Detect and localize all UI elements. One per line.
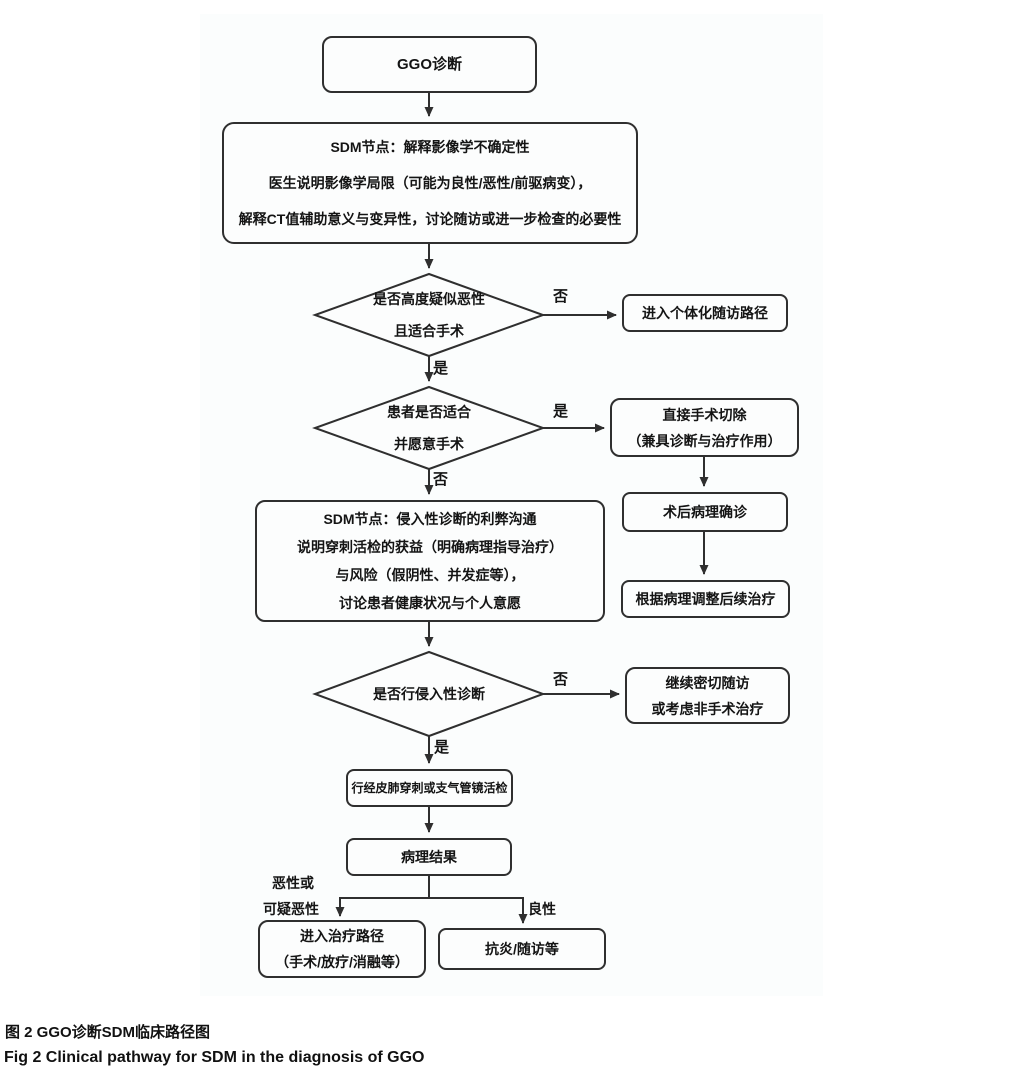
decision1-line-2: 且适合手术: [394, 323, 464, 339]
node-adjust-treatment: 根据病理调整后续治疗: [621, 580, 790, 618]
edge-label-d2-no: 否: [433, 471, 449, 488]
benign-management-label: 抗炎/随访等: [485, 941, 559, 957]
decision2-line-1: 患者是否适合: [387, 404, 471, 420]
edge-label-d3-no: 否: [553, 671, 569, 688]
decision2-line-2: 并愿意手术: [394, 436, 464, 452]
decision-1-text: 是否高度疑似恶性 且适合手术: [315, 274, 543, 356]
sdm-node-1: SDM节点：解释影像学不确定性 医生说明影像学局限（可能为良性/恶性/前驱病变）…: [222, 122, 638, 244]
edge-label-d1-yes: 是: [433, 360, 449, 377]
individualized-followup-label: 进入个体化随访路径: [642, 305, 768, 321]
decision-3-text: 是否行侵入性诊断: [315, 652, 543, 736]
sdm1-line-1: SDM节点：解释影像学不确定性: [330, 139, 530, 155]
direct-surgery-line-1: 直接手术切除: [662, 406, 747, 423]
edge-label-d3-yes: 是: [434, 739, 450, 756]
close-followup-line-2: 或考虑非手术治疗: [651, 700, 764, 717]
flow-connectors: [312, 93, 709, 924]
sdm2-line-3: 与风险（假阴性、并发症等），: [335, 567, 525, 583]
sdm2-line-1: SDM节点：侵入性诊断的利弊沟通: [323, 511, 537, 527]
edge-pathology-benign: [429, 897, 528, 924]
sdm1-line-2: 医生说明影像学局限（可能为良性/恶性/前驱病变），: [268, 175, 592, 191]
node-individualized-followup: 进入个体化随访路径: [622, 294, 788, 332]
start-node: GGO诊断: [322, 36, 537, 93]
sdm2-line-4: 讨论患者健康状况与个人意愿: [339, 595, 521, 611]
biopsy-label: 行经皮肺穿刺或支气管镜活检: [351, 781, 508, 795]
edge-label-d2-yes: 是: [553, 403, 569, 420]
node-biopsy: 行经皮肺穿刺或支气管镜活检: [346, 769, 513, 807]
decision-2-text: 患者是否适合 并愿意手术: [315, 387, 543, 469]
start-node-label: GGO诊断: [396, 56, 462, 73]
decision1-line-1: 是否高度疑似恶性: [373, 291, 485, 307]
node-close-followup: 继续密切随访 或考虑非手术治疗: [625, 667, 790, 724]
node-postop-pathology: 术后病理确诊: [622, 492, 788, 532]
edge-pathology-malignant: [335, 876, 430, 917]
postop-pathology-label: 术后病理确诊: [663, 504, 747, 520]
edge-label-benign: 良性: [528, 901, 556, 917]
figure-caption-en: Fig 2 Clinical pathway for SDM in the di…: [4, 1049, 425, 1066]
node-benign-management: 抗炎/随访等: [438, 928, 606, 970]
edge-label-d1-no: 否: [553, 288, 569, 305]
node-treatment-path: 进入治疗路径 （手术/放疗/消融等）: [258, 920, 426, 978]
sdm2-line-2: 说明穿刺活检的获益（明确病理指导治疗）: [297, 539, 563, 555]
close-followup-line-1: 继续密切随访: [665, 674, 750, 691]
sdm1-line-3: 解释CT值辅助意义与变异性，讨论随访或进一步检查的必要性: [238, 211, 622, 227]
sdm-node-2: SDM节点：侵入性诊断的利弊沟通 说明穿刺活检的获益（明确病理指导治疗） 与风险…: [255, 500, 605, 622]
figure-caption-zh: 图 2 GGO诊断SDM临床路径图: [5, 1024, 211, 1041]
direct-surgery-line-2: （兼具诊断与治疗作用）: [627, 432, 782, 449]
node-pathology-result: 病理结果: [346, 838, 512, 876]
node-direct-surgery: 直接手术切除 （兼具诊断与治疗作用）: [610, 398, 799, 457]
adjust-treatment-label: 根据病理调整后续治疗: [635, 591, 776, 607]
edge-label-malignant-1: 恶性或: [272, 875, 314, 891]
treatment-path-line-2: （手术/放疗/消融等）: [275, 954, 409, 970]
decision3-label: 是否行侵入性诊断: [373, 686, 485, 702]
edge-label-malignant-2: 可疑恶性: [263, 901, 319, 917]
pathology-result-label: 病理结果: [401, 849, 457, 865]
treatment-path-line-1: 进入治疗路径: [300, 928, 384, 944]
